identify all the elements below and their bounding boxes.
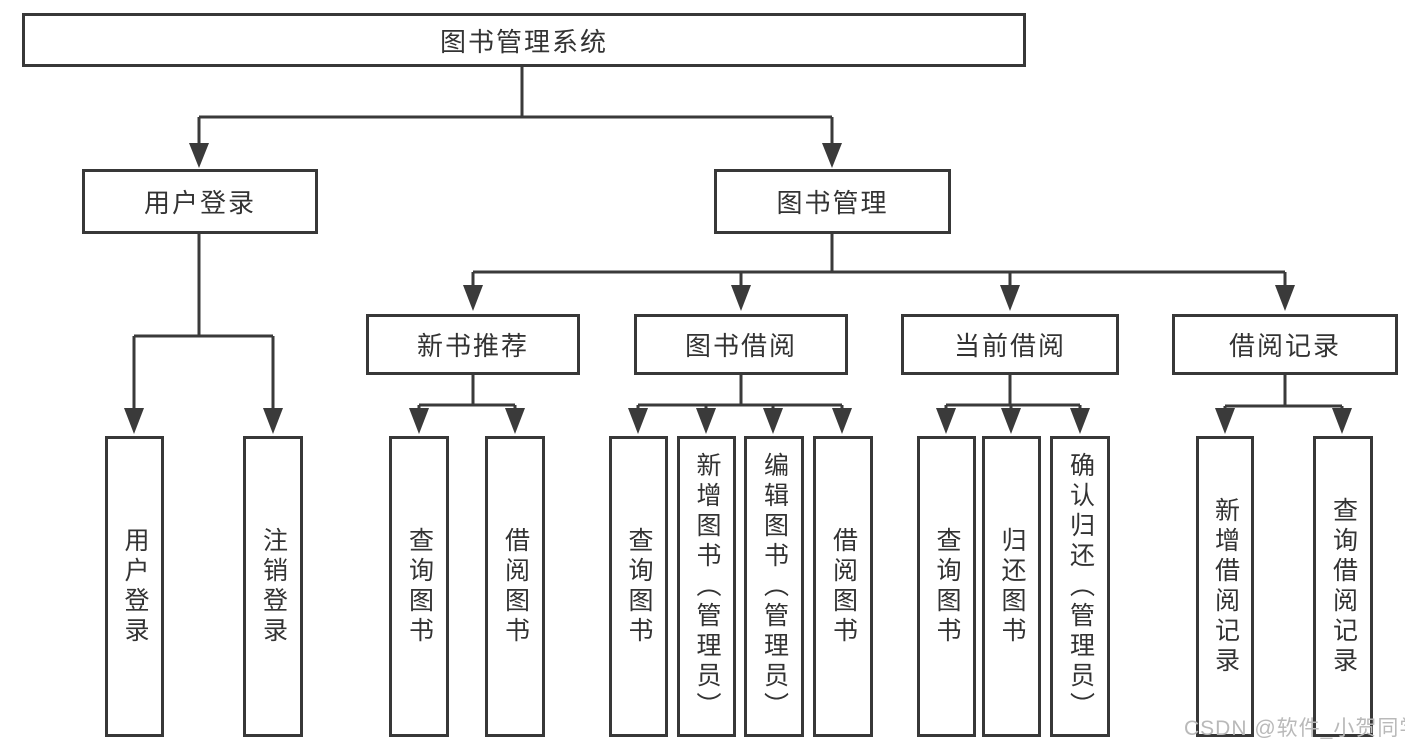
arrowhead [822,143,842,168]
node-book-borrowing: 图书借阅 [634,314,848,375]
arrowhead [763,408,783,434]
arrowhead [832,408,852,434]
arrowhead [936,408,956,434]
leaf-confirm-return-admin: 确认归还（管理员） [1050,436,1110,737]
node-user-login: 用户登录 [82,169,318,234]
arrowhead [1000,285,1020,311]
leaf-query-books-2: 查询图书 [609,436,668,737]
arrowhead [409,408,429,434]
arrowhead [731,285,751,311]
connector-user-login-children [124,233,283,434]
arrowhead [263,408,283,434]
leaf-borrow-books-2: 借阅图书 [813,436,873,737]
arrowhead [1275,285,1295,311]
connector-book-borrow-children [628,375,852,434]
arrowhead [1001,408,1021,434]
connector-new-book-rec-children [409,375,525,434]
leaf-user-login: 用户登录 [105,436,164,737]
leaf-query-books-3: 查询图书 [917,436,976,737]
arrowhead [463,285,483,311]
arrowhead [696,408,716,434]
arrowhead [124,408,144,434]
arrowhead [1332,408,1352,434]
leaf-edit-book-admin: 编辑图书（管理员） [744,436,804,737]
arrowhead [1215,408,1235,434]
node-new-book-recommendation: 新书推荐 [366,314,580,375]
connector-book-mgmt-to-level3 [463,233,1295,311]
leaf-return-book: 归还图书 [982,436,1041,737]
connector-current-borrow-children [936,375,1090,434]
leaf-add-book-admin: 新增图书（管理员） [677,436,736,737]
leaf-borrow-books-1: 借阅图书 [485,436,545,737]
connector-borrow-records-children [1215,375,1352,434]
leaf-logout: 注销登录 [243,436,303,737]
node-library-management-system: 图书管理系统 [22,13,1026,67]
node-book-management: 图书管理 [714,169,951,234]
connector-root-to-level2 [189,67,842,168]
watermark-text: CSDN @软件_小贺同学 [1184,717,1405,740]
leaf-query-books-1: 查询图书 [389,436,449,737]
arrowhead [628,408,648,434]
node-current-borrowing: 当前借阅 [901,314,1119,375]
leaf-add-borrow-record: 新增借阅记录 [1196,436,1254,737]
leaf-query-borrow-record: 查询借阅记录 [1313,436,1373,737]
arrowhead [505,408,525,434]
arrowhead [189,143,209,168]
arrowhead [1070,408,1090,434]
node-borrowing-records: 借阅记录 [1172,314,1398,375]
